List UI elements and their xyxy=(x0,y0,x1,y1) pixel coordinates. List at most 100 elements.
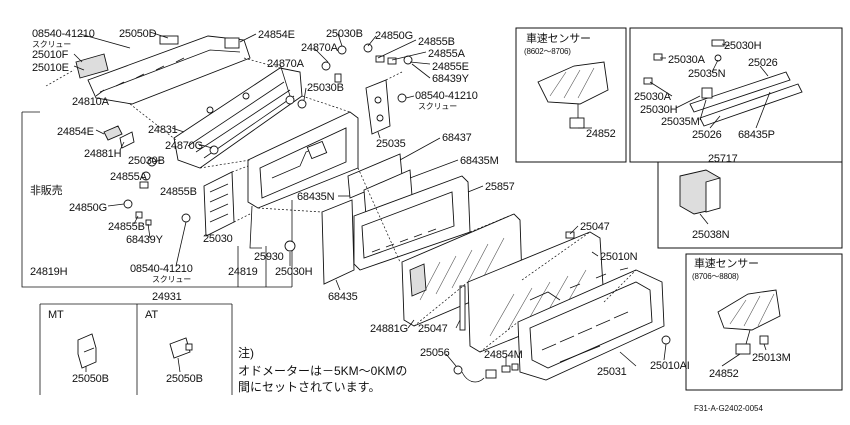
part-label-p25047-b: 25047 xyxy=(418,323,448,335)
strip-25047 xyxy=(459,285,466,331)
part-label-p24855B-b: 24855B xyxy=(160,186,197,198)
part-label-p24854E-a: 24854E xyxy=(258,29,295,41)
part-label-p24854M: 24854M xyxy=(484,349,523,361)
part-label-p25050B-a: 25050B xyxy=(72,373,109,385)
part-label-p68435M: 68435M xyxy=(460,155,499,167)
part-label-p25030B-a: 25030B xyxy=(326,28,363,40)
panel-25030 xyxy=(203,171,235,237)
sensor-top-range: (8602～8706) xyxy=(524,47,571,56)
diagram-code: F31-A-G2402-0054 xyxy=(694,404,763,413)
sensor-bottom-title: 車速センサー xyxy=(694,258,759,270)
part-label-hihanbai: 非販売 xyxy=(30,185,63,197)
small-parts-top xyxy=(285,43,413,109)
box-25038N xyxy=(657,162,843,249)
part-label-screw-b: スクリュー xyxy=(418,102,457,111)
small-parts-left xyxy=(103,125,296,252)
lens-25857 xyxy=(401,213,523,327)
part-label-p24870A-b: 24870A xyxy=(267,58,304,70)
part-label-p08540-41210-a: 08540-41210 xyxy=(32,28,95,40)
cover-24810A xyxy=(75,35,251,105)
part-label-p25030B-b: 25030B xyxy=(307,82,344,94)
part-label-screw-c: スクリュー xyxy=(152,275,191,284)
sensor-bottom-box xyxy=(685,253,843,391)
part-label-p24855B-c: 24855B xyxy=(108,221,145,233)
at-label: AT xyxy=(145,309,158,321)
part-label-p25035M: 25035M xyxy=(661,116,700,128)
part-label-p25010F: 25010F xyxy=(32,49,69,61)
part-25050B-mt xyxy=(77,333,97,369)
part-label-p68437: 68437 xyxy=(442,132,472,144)
part-label-p24854E-b: 24854E xyxy=(57,126,94,138)
face-plate-68435 xyxy=(321,175,471,285)
part-label-p24855B-a: 24855B xyxy=(418,36,455,48)
part-label-p25035N: 25035N xyxy=(688,68,726,80)
part-label-p08540-41210-c: 08540-41210 xyxy=(130,263,193,275)
part-label-p25050D: 25050D xyxy=(119,28,157,40)
part-label-p25026-b: 25026 xyxy=(692,129,722,141)
sensor-bottom-part xyxy=(717,289,781,355)
sensor-top-box xyxy=(515,27,627,163)
part-label-p25047-a: 25047 xyxy=(580,221,610,233)
meter-body-24819 xyxy=(247,111,359,249)
part-label-p68439Y-a: 68439Y xyxy=(432,73,469,85)
part-label-p24881G: 24881G xyxy=(370,323,408,335)
part-label-p25030H-c: 25030H xyxy=(640,104,678,116)
part-label-screw-a: スクリュー xyxy=(32,40,71,49)
part-label-p25030A-b: 25030A xyxy=(634,91,671,103)
leader-lines xyxy=(73,31,771,373)
part-label-p68439Y-b: 68439Y xyxy=(126,234,163,246)
part-label-p25035: 25035 xyxy=(376,138,406,150)
part-label-p24870A-a: 24870A xyxy=(301,42,338,54)
part-label-p24850G-b: 24850G xyxy=(69,202,107,214)
part-label-p25031: 25031 xyxy=(597,366,627,378)
part-label-p68435: 68435 xyxy=(328,291,358,303)
note-heading: 注) xyxy=(238,346,254,360)
part-label-p24855E: 24855E xyxy=(432,61,469,73)
part-label-p24855A-b: 24855A xyxy=(110,171,147,183)
parts-25056 xyxy=(453,363,519,383)
part-label-p24855A-a: 24855A xyxy=(428,48,465,60)
sensor-top-title: 車速センサー xyxy=(526,33,591,45)
part-label-p25010E: 25010E xyxy=(32,62,69,74)
part-label-p24819: 24819 xyxy=(228,266,258,278)
part-label-p24852-b: 24852 xyxy=(709,368,739,380)
part-label-p68435P: 68435P xyxy=(738,129,775,141)
part-label-p24831: 24831 xyxy=(148,124,178,136)
part-label-p24881H: 24881H xyxy=(84,148,122,160)
box-25717 xyxy=(629,27,843,163)
part-label-p25930: 25930 xyxy=(254,251,284,263)
sensor-bottom-range: (8706～8808) xyxy=(692,272,739,281)
part-label-p25030H-a: 25030H xyxy=(275,266,313,278)
part-label-p25010AI: 25010AI xyxy=(650,360,690,372)
parts-25717 xyxy=(643,39,803,127)
part-label-p25030H-b: 25030H xyxy=(724,40,762,52)
part-label-p68435N: 68435N xyxy=(297,191,335,203)
part-label-p25013M: 25013M xyxy=(752,352,791,364)
bracket-25035 xyxy=(365,79,391,135)
part-label-p24852-a: 24852 xyxy=(586,128,616,140)
part-label-p24870G: 24870G xyxy=(165,140,203,152)
part-label-p25050B-b: 25050B xyxy=(166,373,203,385)
note-line-2: 間にセットされています。 xyxy=(238,380,381,394)
part-label-p25030A-a: 25030A xyxy=(668,54,705,66)
dashed-lines xyxy=(45,57,637,353)
part-25050B-at xyxy=(169,337,193,359)
part-label-p25026-a: 25026 xyxy=(748,57,778,69)
part-label-p08540-41210-b: 08540-41210 xyxy=(415,90,478,102)
part-label-p24931: 24931 xyxy=(152,291,182,303)
note-line-1: オドメーターは－5KM～0KMの xyxy=(238,364,408,378)
part-label-p24850G-a: 24850G xyxy=(375,30,413,42)
part-25038N xyxy=(679,169,721,215)
part-label-p25717: 25717 xyxy=(708,153,738,165)
assembly-bracket-24931 xyxy=(21,112,292,288)
part-label-p25056: 25056 xyxy=(420,347,450,359)
part-label-p25030: 25030 xyxy=(203,233,233,245)
part-label-p25857: 25857 xyxy=(485,181,515,193)
part-label-p25010N: 25010N xyxy=(600,251,638,263)
part-label-p24810A: 24810A xyxy=(72,96,109,108)
part-label-p24819H: 24819H xyxy=(30,266,68,278)
part-label-p25038N: 25038N xyxy=(692,229,730,241)
sensor-top-part xyxy=(537,61,609,129)
